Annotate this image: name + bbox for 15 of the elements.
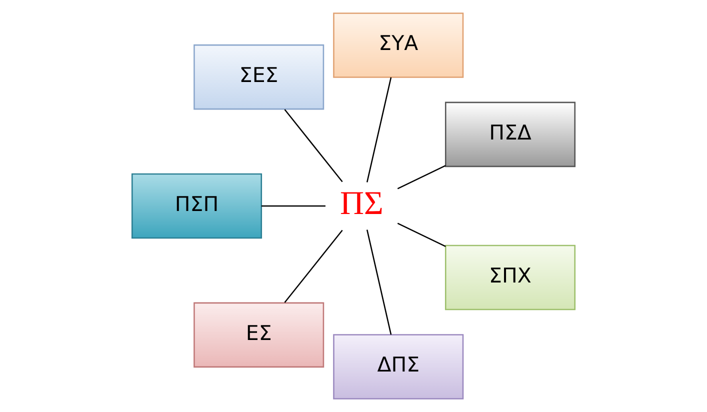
connector bbox=[261, 205, 326, 207]
node-box: ΣΠΧ bbox=[444, 244, 576, 310]
node-box: ΔΠΣ bbox=[333, 334, 464, 400]
connector bbox=[284, 109, 343, 182]
node-box: ΠΣΔ bbox=[444, 102, 576, 168]
node-text: ΠΣ bbox=[340, 185, 384, 222]
node-box: ΣΕΣ bbox=[194, 44, 324, 110]
node-box: ΠΣΠ bbox=[131, 173, 262, 239]
connector bbox=[397, 165, 446, 190]
node-box: ΕΣ bbox=[194, 302, 324, 368]
node-box: ΣΥΑ bbox=[333, 12, 464, 78]
connector bbox=[366, 77, 392, 182]
connector bbox=[366, 230, 392, 335]
connector bbox=[284, 230, 343, 303]
connector bbox=[397, 222, 446, 247]
